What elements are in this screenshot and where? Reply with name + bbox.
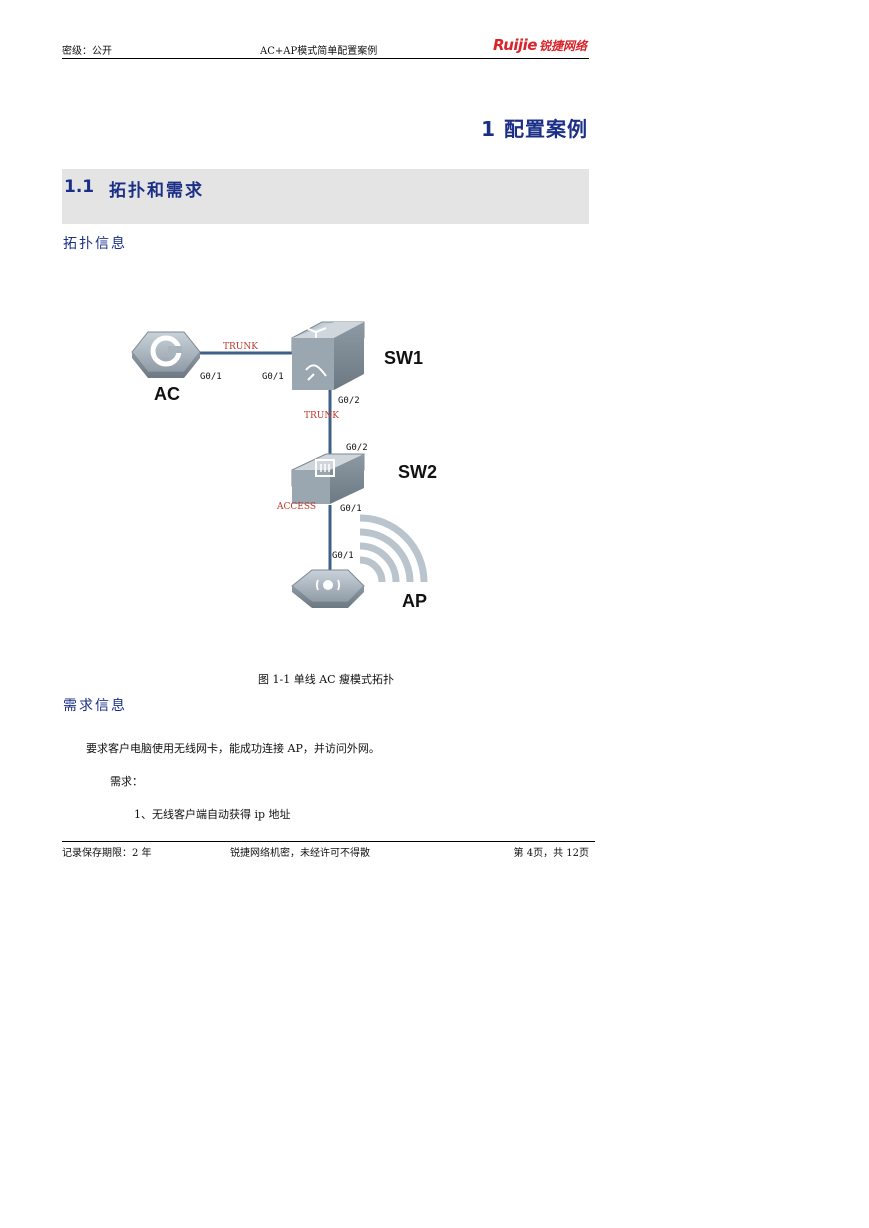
link-mode-sw1-sw2: TRUNK bbox=[304, 411, 339, 421]
ap-device-icon bbox=[291, 569, 365, 608]
sw2-port-ap-label: G0/1 bbox=[340, 504, 362, 514]
ac-label: AC bbox=[154, 384, 180, 404]
sw2-label: SW2 bbox=[398, 462, 437, 482]
ac-device-icon bbox=[131, 331, 201, 378]
ac-port-label: G0/1 bbox=[200, 372, 222, 382]
link-mode-sw2-ap: ACCESS bbox=[276, 502, 316, 512]
requirement-heading: 需求信息 bbox=[63, 698, 127, 714]
footer-page-number: 第 4页，共 12页 bbox=[513, 848, 589, 859]
link-mode-ac-sw1: TRUNK bbox=[223, 342, 258, 352]
chapter-title: 1 配置案例 bbox=[481, 117, 588, 141]
sw1-label: SW1 bbox=[384, 348, 423, 368]
ap-label: AP bbox=[402, 591, 427, 611]
topology-heading: 拓扑信息 bbox=[63, 236, 127, 252]
wifi-signal-icon bbox=[359, 514, 428, 583]
footer-confidential: 锐捷网络机密，未经许可不得散 bbox=[230, 848, 370, 859]
header-doc-title: AC+AP模式简单配置案例 bbox=[260, 46, 378, 57]
ap-port-label: G0/1 bbox=[332, 551, 354, 561]
section-number: 1.1 bbox=[64, 177, 95, 197]
section-title: 拓扑和需求 bbox=[109, 181, 204, 201]
footer-retention: 记录保存期限：2 年 bbox=[62, 848, 152, 859]
requirement-intro: 要求客户电脑使用无线网卡，能成功连接 AP，并访问外网。 bbox=[86, 742, 380, 755]
topology-diagram: AC SW1 SW2 AP TRUNK G0/1 G0/1 G0/2 TRUNK… bbox=[131, 321, 437, 611]
sw2-switch-icon bbox=[291, 453, 365, 504]
sw1-switch-icon bbox=[291, 321, 365, 390]
sw2-port-sw1-label: G0/2 bbox=[346, 443, 368, 453]
sw1-port-sw2-label: G0/2 bbox=[338, 396, 360, 406]
sw1-port-ac-label: G0/1 bbox=[262, 372, 284, 382]
security-level: 密级：公开 bbox=[62, 46, 112, 57]
figure-caption: 图 1-1 单线 AC 瘦模式拓扑 bbox=[258, 673, 395, 686]
page-footer: 记录保存期限：2 年 锐捷网络机密，未经许可不得散 第 4页，共 12页 bbox=[62, 841, 595, 859]
requirement-label: 需求： bbox=[110, 775, 143, 788]
requirement-item-1: 1、无线客户端自动获得 ip 地址 bbox=[134, 808, 291, 821]
section-heading: 1.1 拓扑和需求 bbox=[62, 169, 589, 224]
